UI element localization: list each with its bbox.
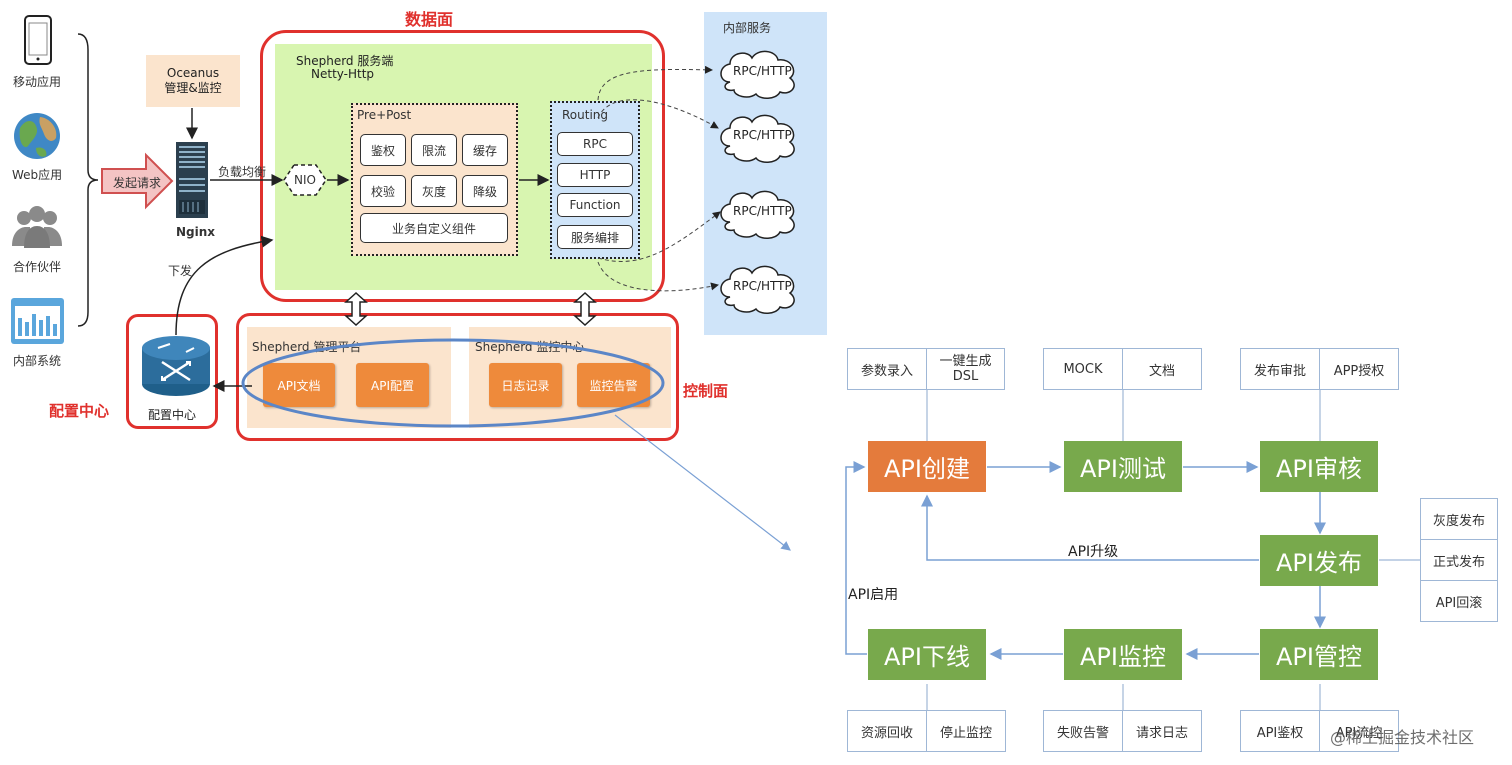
tag-doc: 文档 <box>1122 348 1202 390</box>
partner-people-icon <box>12 206 62 248</box>
dispatch-label: 下发 <box>168 264 193 278</box>
enable-label: API启用 <box>848 587 899 603</box>
tag-app-auth: APP授权 <box>1319 348 1399 390</box>
data-plane-frame <box>260 30 665 302</box>
internal-services-title: 内部服务 <box>723 21 772 35</box>
data-plane-title: 数据面 <box>405 10 454 29</box>
cloud-label-1: RPC/HTTP <box>733 64 792 78</box>
step-api-control[interactable]: API管控 <box>1260 629 1378 680</box>
mobile-phone-icon <box>24 15 52 65</box>
custom-component: 业务自定义组件 <box>360 213 508 243</box>
filter-degrade: 降级 <box>462 175 508 207</box>
control-plane-title: 控制面 <box>683 382 729 400</box>
config-center-label: 配置中心 <box>49 402 110 420</box>
cloud-label-3: RPC/HTTP <box>733 204 792 218</box>
internal-system-icon <box>11 298 64 344</box>
double-arrow-right <box>573 291 597 327</box>
tag-fail-alert: 失败告警 <box>1043 710 1123 752</box>
nio-node <box>283 164 327 196</box>
load-balance-label: 负载均衡 <box>218 165 267 179</box>
monitor-center-title: Shepherd 监控中心 <box>475 340 585 354</box>
config-router-icon <box>142 336 210 396</box>
step-api-review[interactable]: API审核 <box>1260 441 1378 492</box>
step-api-publish[interactable]: API发布 <box>1260 535 1378 586</box>
tag-request-log: 请求日志 <box>1122 710 1202 752</box>
client-partner-label: 合作伙伴 <box>13 260 62 274</box>
step-api-create[interactable]: API创建 <box>868 441 986 492</box>
tag-param-input: 参数录入 <box>847 348 927 390</box>
send-request-label: 发起请求 <box>113 176 162 190</box>
cloud-label-4: RPC/HTTP <box>733 279 792 293</box>
tag-mock: MOCK <box>1043 348 1123 390</box>
route-function: Function <box>557 193 633 217</box>
server-title-line1: Shepherd 服务端 <box>296 54 394 68</box>
watermark: @稀土掘金技术社区 <box>1330 728 1475 747</box>
filter-canary: 灰度 <box>411 175 457 207</box>
double-arrow-left <box>344 291 368 327</box>
mgmt-platform-title: Shepherd 管理平台 <box>252 340 362 354</box>
filter-ratelimit: 限流 <box>411 134 457 166</box>
tag-api-auth: API鉴权 <box>1240 710 1320 752</box>
client-mobile-label: 移动应用 <box>13 75 62 89</box>
api-doc-button[interactable]: API文档 <box>263 363 335 407</box>
route-http: HTTP <box>557 163 633 187</box>
cloud-shape-4 <box>720 265 795 314</box>
step-api-offline[interactable]: API下线 <box>868 629 986 680</box>
cloud-label-2: RPC/HTTP <box>733 128 792 142</box>
nio-label: NIO <box>294 173 316 187</box>
filter-cache: 缓存 <box>462 134 508 166</box>
route-rpc: RPC <box>557 132 633 156</box>
prepost-title: Pre+Post <box>357 108 412 122</box>
monitor-alert-button[interactable]: 监控告警 <box>577 363 650 407</box>
route-orchestration: 服务编排 <box>557 225 633 249</box>
highlight-ellipse <box>241 338 665 428</box>
tag-formal-release: 正式发布 <box>1420 539 1498 581</box>
cloud-shape-1 <box>720 50 795 99</box>
step-api-monitor[interactable]: API监控 <box>1064 629 1182 680</box>
step-api-test[interactable]: API测试 <box>1064 441 1182 492</box>
tag-canary-release: 灰度发布 <box>1420 498 1498 540</box>
filter-validate: 校验 <box>360 175 406 207</box>
tag-stop-monitor: 停止监控 <box>926 710 1006 752</box>
config-center-caption: 配置中心 <box>148 408 197 422</box>
oceanus-line1: Oceanus <box>166 66 220 80</box>
tag-generate-dsl-text: 一键生成 DSL <box>939 354 992 384</box>
nginx-label: Nginx <box>176 225 216 239</box>
tag-resource-recycle: 资源回收 <box>847 710 927 752</box>
globe-icon <box>14 113 60 159</box>
tag-publish-approval: 发布审批 <box>1240 348 1320 390</box>
control-plane-frame <box>236 313 679 441</box>
api-config-button[interactable]: API配置 <box>356 363 429 407</box>
routing-title: Routing <box>562 108 609 122</box>
upgrade-label: API升级 <box>1068 544 1119 560</box>
clients-bracket <box>77 33 99 327</box>
nginx-server-icon <box>176 142 208 218</box>
cloud-shape-2 <box>720 114 795 163</box>
oceanus-box: Oceanus 管理&监控 <box>146 55 240 107</box>
filter-auth: 鉴权 <box>360 134 406 166</box>
log-record-button[interactable]: 日志记录 <box>489 363 562 407</box>
tag-api-flow-control: API流控 <box>1319 710 1399 752</box>
client-web-label: Web应用 <box>12 168 63 182</box>
send-request-arrow <box>101 152 174 210</box>
oceanus-line2: 管理&监控 <box>164 81 222 95</box>
config-center-frame <box>126 314 218 429</box>
client-internal-label: 内部系统 <box>13 354 62 368</box>
tag-generate-dsl: 一键生成 DSL <box>926 348 1005 390</box>
tag-api-rollback: API回滚 <box>1420 580 1498 622</box>
cloud-shape-3 <box>720 190 795 239</box>
server-title-line2: Netty-Http <box>311 67 375 81</box>
